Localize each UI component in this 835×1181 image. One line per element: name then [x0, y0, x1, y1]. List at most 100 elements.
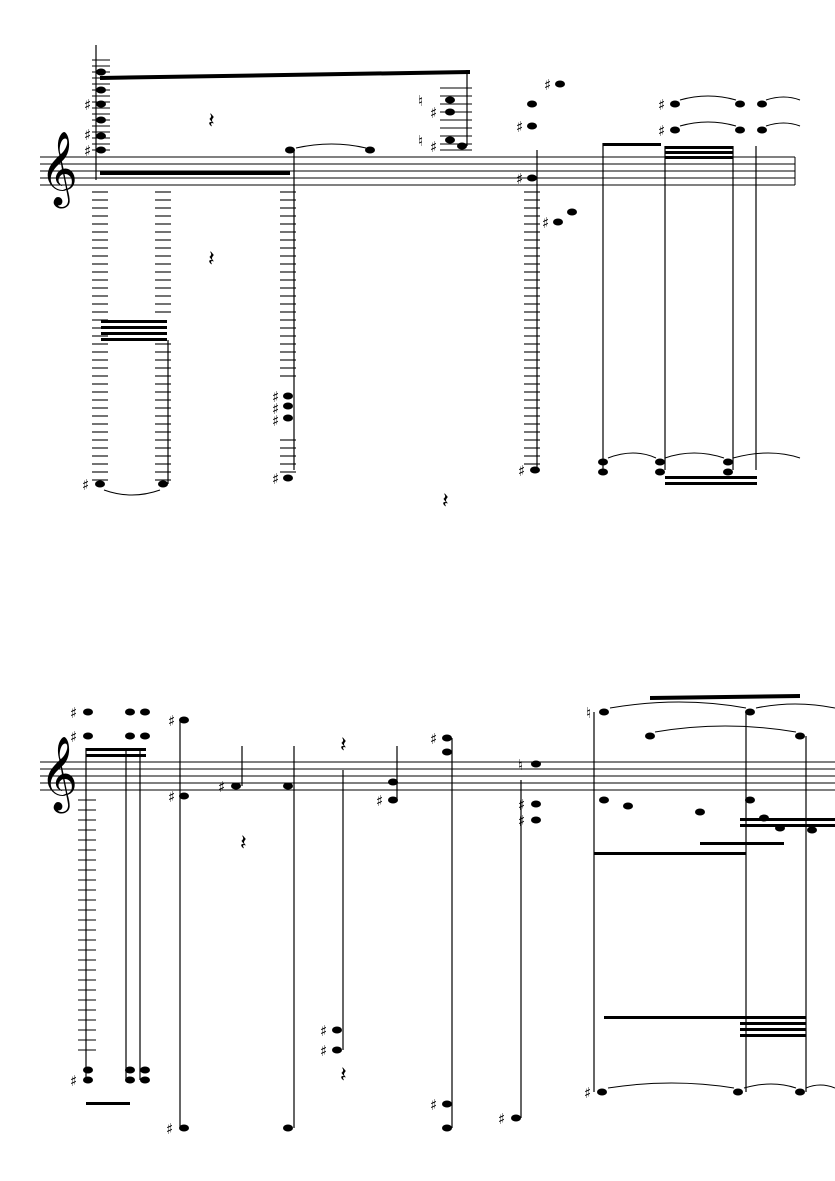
- beam-88-f: [700, 842, 784, 845]
- treble-clef-88: 𝄞: [40, 737, 78, 814]
- svg-text:♯: ♯: [272, 400, 279, 418]
- svg-text:♯: ♯: [320, 1022, 327, 1040]
- rest-87-a: 𝄽: [208, 109, 215, 134]
- beam-87-g: [665, 156, 733, 159]
- beam-upper-87: [100, 70, 470, 80]
- rest-88-b: 𝄽: [340, 733, 347, 758]
- beam-87-j: [665, 482, 757, 485]
- beam-88-g: [740, 818, 835, 821]
- chord-87-j: [598, 452, 801, 476]
- beam-88-d: [650, 694, 800, 700]
- svg-text:♯: ♯: [430, 104, 437, 122]
- svg-text:♯: ♯: [84, 142, 91, 160]
- svg-text:♯: ♯: [584, 1084, 591, 1102]
- beam-88-h: [740, 824, 835, 827]
- beam-87-f: [665, 151, 733, 154]
- svg-text:♯: ♯: [70, 728, 77, 746]
- beam-88-e: [594, 852, 746, 855]
- tie-87-mid: [295, 143, 367, 149]
- svg-text:♯: ♯: [70, 1072, 77, 1090]
- sharp-87-e: ♯: [272, 470, 279, 488]
- svg-text:♮: ♮: [586, 704, 591, 722]
- svg-text:♯: ♯: [430, 1096, 437, 1114]
- chord-87-mid: ♯ ♯ ♯: [272, 388, 293, 430]
- staff-lines-88: [40, 761, 835, 791]
- beam-mid-87: [100, 171, 290, 175]
- beam-88-i: [604, 1016, 746, 1019]
- ledger-column-87-3: [280, 191, 296, 473]
- svg-text:♯: ♯: [516, 118, 523, 136]
- svg-text:♮: ♮: [418, 132, 423, 150]
- note-87-low-a: [95, 480, 105, 488]
- beam-87-b: [101, 326, 167, 329]
- chord-87-i: ♯ ♯: [658, 95, 801, 140]
- note-87-c: [285, 146, 295, 154]
- svg-text:♯: ♯: [84, 126, 91, 144]
- beam-87-d: [101, 338, 167, 341]
- beam-88-b: [86, 754, 146, 757]
- beam-87-a: [101, 320, 167, 323]
- svg-text:♯: ♯: [376, 792, 383, 810]
- svg-text:♯: ♯: [658, 96, 665, 114]
- chord-88-g: ♯: [584, 1082, 835, 1102]
- chord-88-a: ♯ ♯: [70, 704, 150, 746]
- svg-text:♯: ♯: [70, 704, 77, 722]
- chord-88-c: ♯ ♯ ♯ ♯: [166, 712, 295, 1138]
- chord-87-g: ♯ ♯ ♯ ♯: [516, 76, 577, 470]
- chord-88-d: ♯ ♯ ♯: [320, 746, 398, 1060]
- note-87-h: [530, 466, 540, 474]
- beam-87-c: [101, 332, 167, 335]
- beam-88-m: [740, 1034, 806, 1037]
- svg-text:♯: ♯: [542, 214, 549, 232]
- svg-text:♯: ♯: [544, 76, 551, 94]
- svg-text:♯: ♯: [166, 1120, 173, 1138]
- svg-text:♯: ♯: [320, 1042, 327, 1060]
- rest-87-c: 𝄽: [442, 489, 449, 514]
- svg-text:♯: ♯: [518, 796, 525, 814]
- ledger-column-87-4: [440, 87, 472, 151]
- svg-text:♯: ♯: [516, 170, 523, 188]
- svg-text:♯: ♯: [272, 388, 279, 406]
- svg-text:♮: ♮: [518, 756, 523, 774]
- treble-clef: 𝄞: [40, 132, 78, 209]
- beam-87-e: [665, 146, 733, 149]
- chord-upper-87a: ♯ ♯ ♯: [84, 45, 106, 180]
- tie-87-low: [103, 489, 161, 496]
- staff-system-87: 𝄞 ♯ ♯ ♯ 𝄽 𝄽 𝄽: [40, 45, 801, 514]
- svg-text:♮: ♮: [418, 92, 423, 110]
- beam-88-c: [86, 1102, 130, 1105]
- svg-text:♯: ♯: [84, 96, 91, 114]
- beam-88-j: [740, 1016, 806, 1019]
- beam-88-a: [86, 748, 146, 751]
- svg-text:♯: ♯: [518, 812, 525, 830]
- ledger-column-87-1: [92, 191, 108, 481]
- ledger-lines-upper-87a: [92, 59, 110, 151]
- svg-text:♯: ♯: [168, 788, 175, 806]
- rest-88-c: 𝄽: [340, 1063, 347, 1088]
- svg-text:♯: ♯: [272, 412, 279, 430]
- note-87-d: [365, 146, 375, 154]
- chord-88-f: ♮: [586, 701, 835, 834]
- chord-87-f: ♮ ♯ ♮ ♯: [418, 70, 468, 156]
- rest-87-b: 𝄽: [208, 247, 215, 272]
- svg-text:♯: ♯: [658, 122, 665, 140]
- ledger-column-87-5: [524, 191, 540, 465]
- ledger-column-88-1: [78, 799, 96, 1051]
- chord-88-b: ♯: [70, 1066, 150, 1090]
- svg-text:♯: ♯: [218, 778, 225, 796]
- beam-88-l: [740, 1028, 806, 1031]
- svg-text:♯: ♯: [430, 138, 437, 156]
- svg-text:♯: ♯: [430, 730, 437, 748]
- beam-87-h: [603, 143, 661, 146]
- note-87-low-b: [158, 480, 168, 488]
- sharp-87-low: ♯: [82, 476, 89, 494]
- note-87-e: [283, 474, 293, 482]
- sharp-87-h: ♯: [518, 462, 525, 480]
- staff-system-88: 𝄞 ♯ ♯: [40, 694, 835, 1138]
- ledger-column-87-2: [155, 191, 171, 481]
- svg-text:♯: ♯: [168, 712, 175, 730]
- svg-text:♯: ♯: [498, 1110, 505, 1128]
- rest-88-a: 𝄽: [240, 831, 247, 856]
- chord-88-e: ♯ ♯ ♮ ♯ ♯ ♯: [430, 730, 541, 1132]
